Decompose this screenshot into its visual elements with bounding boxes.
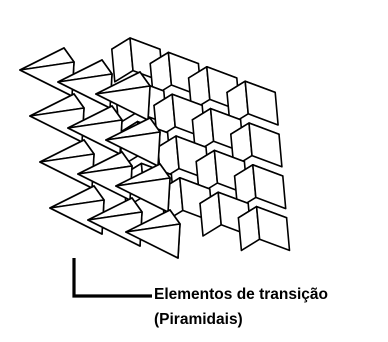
pyramid-face	[115, 177, 171, 213]
pyramid-face	[95, 85, 151, 121]
pyramid-face	[125, 223, 181, 259]
cube-front-face	[252, 164, 287, 210]
cube-front-face	[248, 122, 283, 168]
hexahedral-elements	[111, 37, 291, 252]
caption-subtitle: (Piramidais)	[154, 311, 243, 328]
cube-front-face	[244, 80, 279, 126]
caption-title: Elementos de transição	[154, 286, 329, 303]
pyramidal-transition-elements	[19, 47, 181, 259]
cube-front-face	[255, 205, 291, 252]
pyramid-face	[105, 131, 161, 167]
